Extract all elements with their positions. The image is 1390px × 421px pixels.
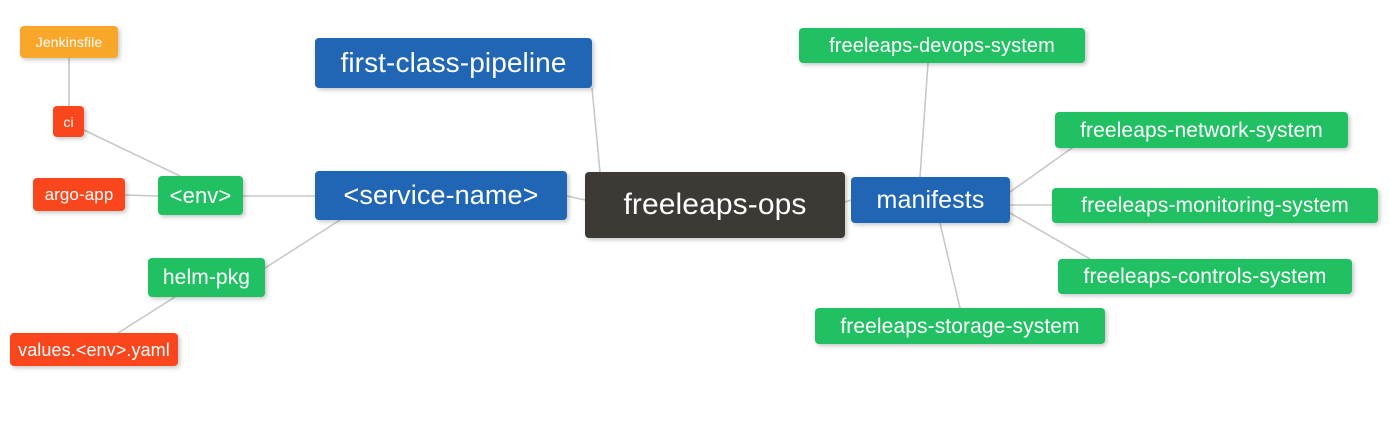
node-label-env: <env>: [169, 182, 232, 208]
node-label-ci: ci: [63, 113, 74, 130]
node-label-first-class-pipeline: first-class-pipeline: [340, 47, 567, 78]
node-first-class-pipeline[interactable]: first-class-pipeline: [315, 38, 592, 88]
node-jenkinsfile[interactable]: Jenkinsfile: [20, 26, 118, 58]
node-manifests[interactable]: manifests: [851, 177, 1010, 223]
node-service-name[interactable]: <service-name>: [315, 171, 567, 220]
edge-helm-pkg-to-values-yaml: [117, 296, 176, 334]
node-argo-app[interactable]: argo-app: [33, 178, 125, 211]
node-label-argo-app: argo-app: [44, 185, 114, 204]
node-label-manifests: manifests: [876, 185, 985, 214]
node-label-freeleaps-network-system: freeleaps-network-system: [1080, 118, 1323, 142]
node-label-values-yaml: values.<env>.yaml: [18, 339, 170, 360]
node-freeleaps-controls-system[interactable]: freeleaps-controls-system: [1058, 259, 1352, 294]
node-freeleaps-storage-system[interactable]: freeleaps-storage-system: [815, 308, 1105, 344]
node-label-freeleaps-devops-system: freeleaps-devops-system: [829, 34, 1055, 57]
node-label-freeleaps-monitoring-system: freeleaps-monitoring-system: [1081, 194, 1349, 217]
node-label-freeleaps-ops: freeleaps-ops: [623, 188, 807, 221]
node-freeleaps-monitoring-system[interactable]: freeleaps-monitoring-system: [1052, 188, 1378, 223]
node-label-freeleaps-controls-system: freeleaps-controls-system: [1083, 265, 1327, 288]
node-helm-pkg[interactable]: helm-pkg: [148, 258, 265, 297]
node-label-helm-pkg: helm-pkg: [162, 266, 251, 289]
edge-manifests-to-freeleaps-storage-system: [939, 222, 961, 309]
node-label-service-name: <service-name>: [343, 180, 539, 210]
node-values-yaml[interactable]: values.<env>.yaml: [10, 333, 178, 366]
edge-env-to-ci: [83, 129, 181, 177]
node-freeleaps-devops-system[interactable]: freeleaps-devops-system: [799, 28, 1085, 63]
edge-service-name-to-helm-pkg: [264, 219, 341, 269]
node-env[interactable]: <env>: [158, 176, 243, 215]
edge-freeleaps-ops-to-service-name: [566, 195, 586, 201]
node-ci[interactable]: ci: [53, 106, 84, 137]
edge-freeleaps-ops-to-first-class-pipeline: [591, 87, 601, 173]
node-freeleaps-network-system[interactable]: freeleaps-network-system: [1055, 112, 1348, 148]
node-label-freeleaps-storage-system: freeleaps-storage-system: [840, 314, 1080, 338]
edge-manifests-to-freeleaps-network-system: [1009, 147, 1073, 193]
edge-manifests-to-freeleaps-devops-system: [919, 62, 929, 178]
edge-env-to-argo-app: [124, 194, 159, 197]
node-freeleaps-ops[interactable]: freeleaps-ops: [585, 172, 845, 238]
node-label-jenkinsfile: Jenkinsfile: [35, 34, 103, 50]
